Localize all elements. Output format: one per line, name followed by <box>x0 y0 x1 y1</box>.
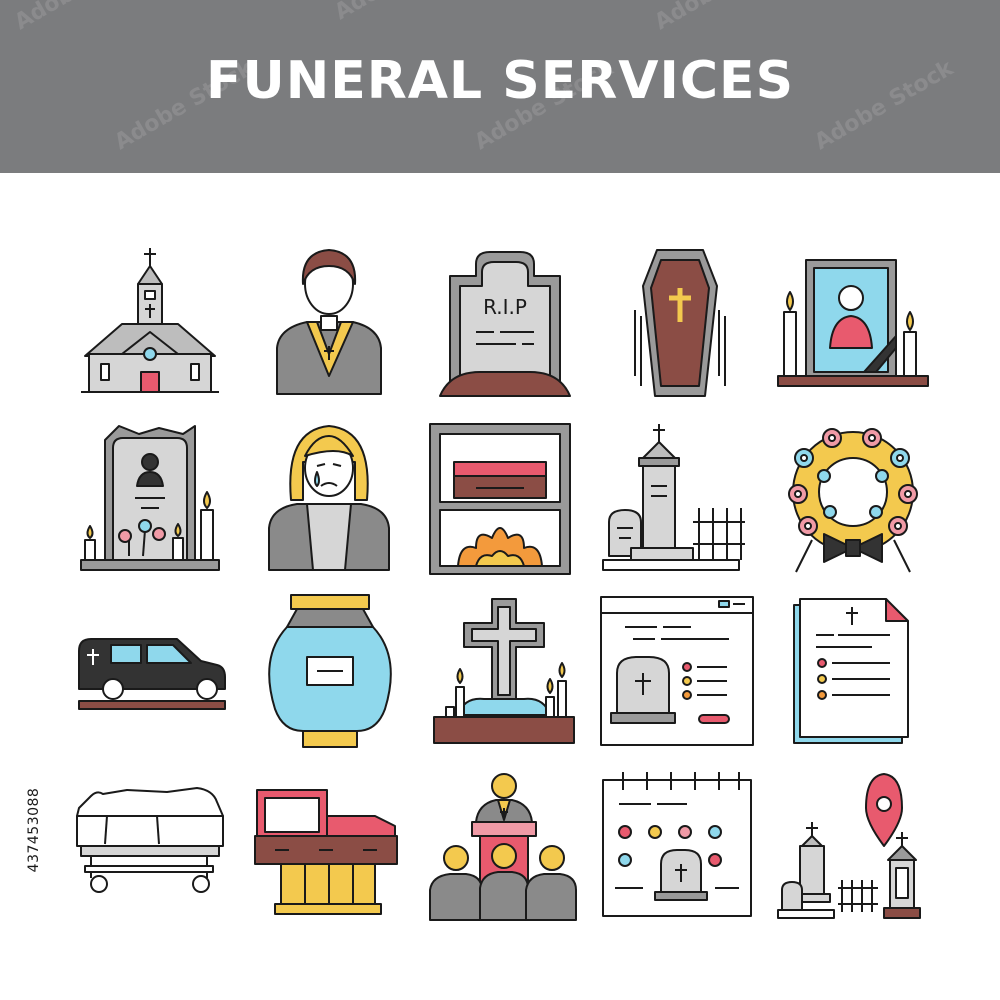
hearse-icon <box>67 585 237 755</box>
coffin-icon <box>595 236 765 406</box>
memorial-gravestone-icon <box>67 410 237 580</box>
page-title: FUNERAL SERVICES <box>205 51 795 111</box>
memorial-portrait-icon <box>772 236 942 406</box>
funeral-calendar-icon <box>595 760 765 930</box>
casket-icon <box>245 760 415 930</box>
body-on-gurney-icon <box>67 760 237 930</box>
online-funeral-service-icon <box>595 585 765 755</box>
header-bar: FUNERAL SERVICES <box>0 0 1000 173</box>
cemetery-icon <box>595 410 765 580</box>
death-certificate-icon <box>772 585 942 755</box>
cross-grave-icon <box>420 585 590 755</box>
cemetery-location-icon <box>772 760 942 930</box>
urn-icon <box>245 585 415 755</box>
cremation-oven-icon <box>420 410 590 580</box>
priest-icon <box>245 236 415 406</box>
crying-woman-icon <box>245 410 415 580</box>
funeral-wreath-icon <box>772 410 942 580</box>
rip-tombstone-icon: R.I.P <box>420 236 590 406</box>
church-icon <box>67 236 237 406</box>
svg-text:R.I.P: R.I.P <box>483 295 527 319</box>
funeral-ceremony-icon <box>420 760 590 930</box>
stock-id-label: 437453088 <box>26 787 42 873</box>
